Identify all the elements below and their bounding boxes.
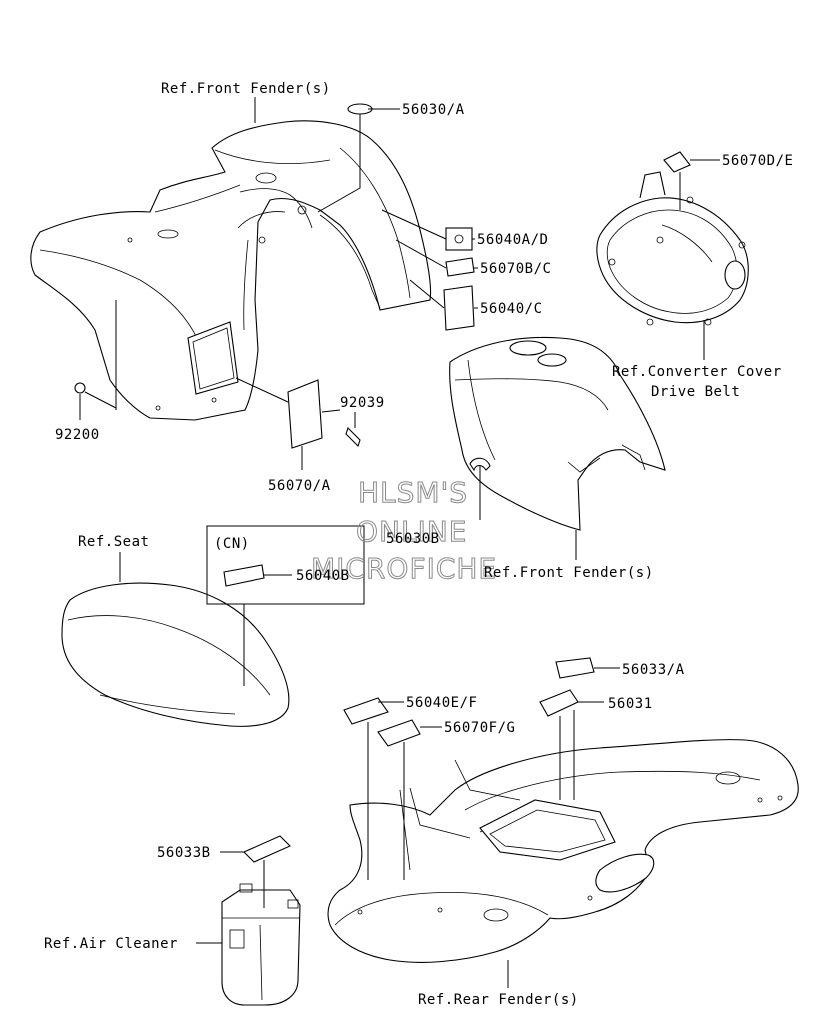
cn-box: [206, 525, 365, 605]
label-56040b: 56040B: [296, 568, 350, 584]
label-56040ad: 56040A/D: [477, 232, 548, 248]
label-56033a: 56033/A: [622, 662, 685, 678]
converter-cover-drawing: [596, 171, 749, 326]
label-ref-seat: Ref.Seat: [78, 534, 149, 550]
label-ref-rear-fender: Ref.Rear Fender(s): [418, 992, 579, 1008]
label-56033b: 56033B: [157, 845, 211, 861]
watermark: HLSM'S ONLINE MICROFICHE: [311, 476, 497, 586]
front-fender-lower-drawing: [449, 336, 666, 531]
label-56070bc: 56070B/C: [480, 261, 551, 277]
rear-fender-drawing: [327, 739, 799, 963]
label-92039: 92039: [340, 395, 385, 411]
label-56030a: 56030/A: [402, 102, 465, 118]
label-cn: (CN): [214, 536, 250, 552]
label-56040ef: 56040E/F: [406, 695, 477, 711]
label-56031: 56031: [608, 696, 653, 712]
label-56070fg: 56070F/G: [444, 720, 515, 736]
label-56040c: 56040/C: [480, 301, 543, 317]
part-labels: Ref.Front Fender(s) 56030/A 56070D/E 560…: [44, 81, 793, 1008]
label-56070de: 56070D/E: [722, 153, 793, 169]
label-drive-belt: Drive Belt: [651, 384, 740, 400]
label-ref-front-fender-top: Ref.Front Fender(s): [161, 81, 331, 97]
leader-lines: [79, 97, 720, 988]
decal-pieces: [74, 103, 691, 863]
front-fender-drawing: [30, 120, 432, 421]
air-cleaner-drawing: [221, 883, 301, 1006]
watermark-line-3: MICROFICHE: [311, 552, 497, 585]
label-ref-air-cleaner: Ref.Air Cleaner: [44, 936, 178, 952]
seat-drawing: [61, 582, 290, 727]
label-ref-front-fender-mid: Ref.Front Fender(s): [484, 565, 654, 581]
label-ref-converter-cover: Ref.Converter Cover: [612, 364, 782, 380]
label-92200: 92200: [55, 427, 100, 443]
watermark-line-2: ONLINE: [356, 515, 467, 548]
label-56070a: 56070/A: [268, 478, 331, 494]
label-56030b: 56030B: [386, 531, 440, 547]
watermark-line-1: HLSM'S: [358, 476, 468, 509]
